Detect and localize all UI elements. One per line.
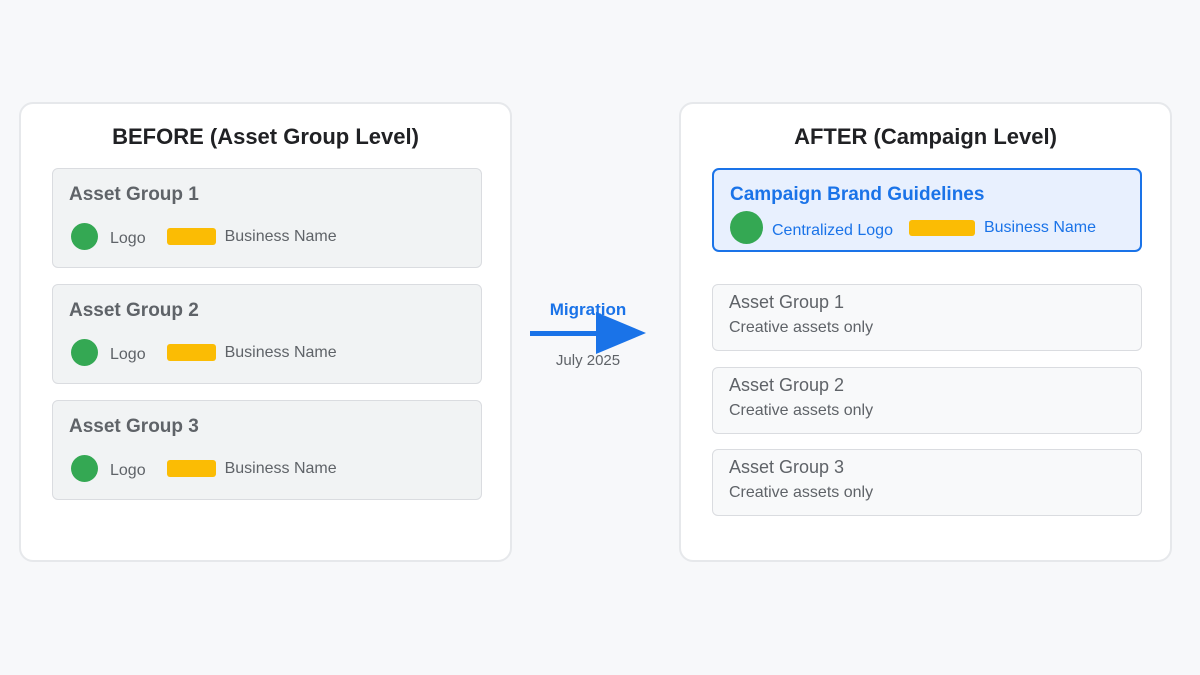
asset-row: Logo Business Name xyxy=(71,339,337,366)
asset-group-name: Asset Group 1 xyxy=(729,292,845,312)
asset-row: Logo Business Name xyxy=(71,455,337,482)
logo-icon xyxy=(71,223,98,250)
asset-group-name: Asset Group 1 xyxy=(69,184,199,205)
business-name-label: Business Name xyxy=(224,227,337,245)
logo-label: Centralized Logo xyxy=(772,221,893,239)
logo-label: Logo xyxy=(110,229,146,247)
after-title: AFTER (Campaign Level) xyxy=(794,124,1057,149)
business-name-label: Business Name xyxy=(224,343,337,361)
before-asset-group-2: Asset Group 2 Logo Business Name xyxy=(52,284,482,384)
business-name-icon xyxy=(166,344,216,361)
brand-guidelines-title: Campaign Brand Guidelines xyxy=(730,184,985,205)
logo-icon xyxy=(71,455,98,482)
business-name-icon xyxy=(908,219,975,236)
after-asset-group-2: Asset Group 2 Creative assets only xyxy=(712,367,1142,434)
asset-group-name: Asset Group 2 xyxy=(69,300,199,321)
after-asset-group-3: Asset Group 3 Creative assets only xyxy=(712,449,1142,516)
migration-label: Migration xyxy=(549,300,627,319)
asset-group-name: Asset Group 3 xyxy=(69,416,199,437)
before-title: BEFORE (Asset Group Level) xyxy=(112,124,419,149)
arrow-right-icon xyxy=(530,312,646,354)
before-asset-group-3: Asset Group 3 Logo Business Name xyxy=(52,400,482,500)
business-name-icon xyxy=(166,460,216,477)
asset-group-name: Asset Group 3 xyxy=(729,457,845,477)
asset-group-description: Creative assets only xyxy=(729,402,874,419)
campaign-brand-guidelines-card: Campaign Brand Guidelines Centralized Lo… xyxy=(712,168,1142,252)
asset-row: Centralized Logo Business Name xyxy=(730,211,1096,244)
asset-group-description: Creative assets only xyxy=(729,319,874,336)
logo-icon xyxy=(730,211,763,244)
logo-label: Logo xyxy=(110,461,146,479)
migration-indicator: Migration July 2025 xyxy=(528,298,648,378)
migration-date: July 2025 xyxy=(555,352,621,369)
asset-group-description: Creative assets only xyxy=(729,484,874,501)
business-name-label: Business Name xyxy=(983,218,1097,236)
before-asset-group-1: Asset Group 1 Logo Business Name xyxy=(52,168,482,268)
logo-icon xyxy=(71,339,98,366)
business-name-icon xyxy=(166,228,216,245)
business-name-label: Business Name xyxy=(224,459,337,477)
after-asset-group-1: Asset Group 1 Creative assets only xyxy=(712,284,1142,351)
asset-group-name: Asset Group 2 xyxy=(729,375,845,395)
after-panel: AFTER (Campaign Level) Campaign Brand Gu… xyxy=(679,102,1172,562)
asset-row: Logo Business Name xyxy=(71,223,337,250)
before-panel: BEFORE (Asset Group Level) Asset Group 1… xyxy=(19,102,512,562)
logo-label: Logo xyxy=(110,345,146,363)
